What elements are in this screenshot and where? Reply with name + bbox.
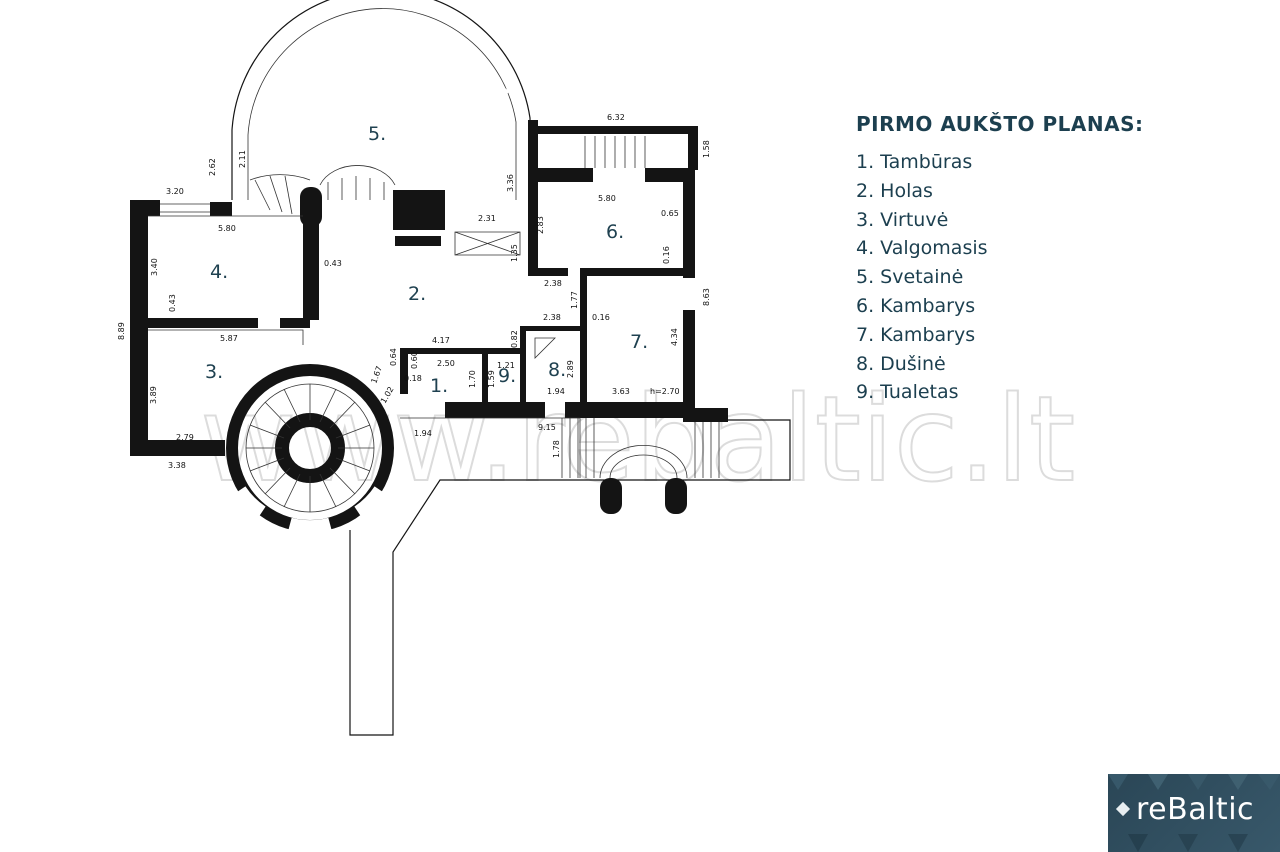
legend-item: 2. Holas [856, 179, 933, 202]
dim-label: 4.17 [432, 336, 450, 345]
legend-item: 7. Kambarys [856, 323, 976, 346]
dim-label: 3.38 [168, 461, 186, 470]
legend-title: PIRMO AUKŠTO PLANAS: [856, 112, 1144, 136]
dim-label: 1.94 [414, 429, 432, 438]
rebaltic-logo: reBaltic [1108, 774, 1280, 852]
dim-label: 0.64 [389, 348, 398, 366]
room-6-label: 6. [606, 221, 624, 243]
dim-label: 0.16 [662, 246, 671, 264]
legend-item: 3. Virtuvė [856, 208, 949, 231]
room-4-label: 4. [210, 261, 228, 283]
dim-label: 3.20 [166, 187, 184, 196]
legend-item: 6. Kambarys [856, 294, 976, 317]
dim-label: 0.16 [592, 313, 610, 322]
dim-label: 1.70 [468, 370, 477, 388]
dim-label: 2.89 [566, 360, 575, 378]
dim-label: 5.80 [598, 194, 616, 203]
dim-label: 2.79 [176, 433, 194, 442]
dim-label: 3.89 [149, 386, 158, 404]
dimension-labels: 6.32 1.58 5.80 0.65 2.83 0.16 3.36 2.31 … [117, 113, 711, 470]
dim-label: 1.78 [552, 440, 561, 458]
outer-walls [130, 120, 728, 514]
room-9-label: 9. [498, 365, 516, 387]
logo-brand-text: reBaltic [1136, 792, 1255, 827]
dim-label: 2.83 [536, 216, 545, 234]
dim-label: 8.89 [117, 322, 126, 340]
room-3-label: 3. [205, 361, 223, 383]
dim-label: 0.65 [661, 209, 679, 218]
dim-label: 2.11 [238, 150, 247, 168]
dim-label: 2.50 [437, 359, 455, 368]
legend-list: 1. Tambūras 2. Holas 3. Virtuvė 4. Valgo… [856, 148, 1143, 407]
dim-label: 0.43 [324, 259, 342, 268]
dim-label: 2.31 [478, 214, 496, 223]
dim-label: 0.82 [510, 330, 519, 348]
dim-label: 1.35 [510, 244, 519, 262]
dim-label: 0.43 [168, 294, 177, 312]
room-labels: 1. 2. 3. 4. 5. 6. 7. 8. 9. [205, 123, 648, 397]
room-7-label: 7. [630, 331, 648, 353]
dim-label: 5.87 [220, 334, 238, 343]
legend-item: 4. Valgomasis [856, 237, 988, 260]
dim-label: 3.40 [150, 258, 159, 276]
dim-label: 3.63 [612, 387, 630, 396]
dim-label: 2.38 [544, 279, 562, 288]
dim-label: 1.21 [497, 361, 515, 370]
room-5-label: 5. [368, 123, 386, 145]
dim-label: 1.94 [547, 387, 565, 396]
logo-pattern [1108, 774, 1280, 852]
dim-label: 2.38 [543, 313, 561, 322]
dim-label: h=2.70 [650, 387, 680, 396]
floor-plan-legend: PIRMO AUKŠTO PLANAS: 1. Tambūras 2. Hola… [856, 112, 1143, 407]
dim-label: 1.58 [702, 140, 711, 158]
dim-label: 4.34 [670, 328, 679, 346]
legend-item: 8. Dušinė [856, 352, 946, 375]
dim-label: 8.63 [702, 288, 711, 306]
living-room-walls [231, 0, 531, 200]
legend-item: 9. Tualetas [856, 381, 959, 404]
spiral-stair-tower [226, 364, 394, 534]
room-8-label: 8. [548, 359, 566, 381]
dim-label: 5.80 [218, 224, 236, 233]
dim-label: 1.59 [487, 370, 496, 388]
dim-label: 1.77 [570, 291, 579, 309]
site-lines [148, 136, 791, 736]
legend-item: 1. Tambūras [856, 151, 973, 173]
dim-label: 9.15 [538, 423, 556, 432]
watermark: www.rebaltic.lt [200, 370, 1075, 508]
dim-label: 0.60 [410, 351, 419, 369]
room-2-label: 2. [408, 283, 426, 305]
dim-label: 6.32 [607, 113, 625, 122]
dim-label: 0.18 [404, 374, 422, 383]
legend-item: 5. Svetainė [856, 266, 964, 289]
dim-label: 2.62 [208, 158, 217, 176]
room-1-label: 1. [430, 375, 448, 397]
dim-label: 3.36 [506, 174, 515, 192]
